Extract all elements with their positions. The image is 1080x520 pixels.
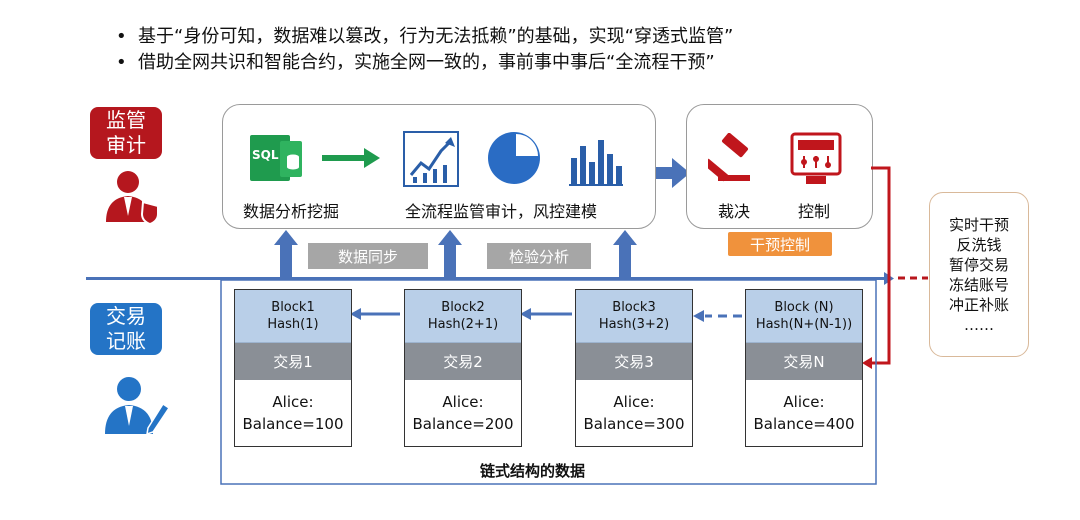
action-item: …… — [964, 315, 994, 334]
block-tx: 交易N — [746, 343, 862, 380]
block-body: Alice:Balance=100 — [242, 393, 344, 433]
intervene-pill: 干预控制 — [728, 232, 832, 256]
flow-arrow-to-control — [656, 158, 690, 188]
pie-chart-icon — [488, 132, 540, 184]
block-header: Block (N)Hash(N+(N-1)) — [746, 290, 862, 343]
action-item: 暂停交易 — [948, 255, 1009, 274]
data-mining-label: 数据分析挖掘 — [243, 202, 340, 221]
action-item: 反洗钱 — [956, 235, 1002, 254]
block-tx: 交易1 — [235, 343, 351, 380]
block-tx: 交易3 — [576, 343, 692, 380]
intervention-actions-box: 实时干预 反洗钱 暂停交易 冻结账号 冲正补账 …… — [929, 192, 1029, 357]
trader-tag: 交易 记账 — [90, 303, 162, 355]
control-label: 控制 — [798, 202, 831, 221]
trend-chart-icon — [403, 131, 459, 187]
bar-chart-icon — [569, 140, 623, 186]
data-sync-pill: 数据同步 — [308, 243, 428, 269]
action-item: 冲正补账 — [948, 295, 1009, 314]
block-body: Alice:Balance=200 — [412, 393, 514, 433]
chain-caption: 链式结构的数据 — [480, 462, 586, 480]
sql-label: SQL — [252, 148, 279, 162]
regulator-tag: 监管 审计 — [90, 107, 162, 159]
control-panel-icon — [790, 132, 842, 184]
block-tx: 交易2 — [405, 343, 521, 380]
block-n: Block (N)Hash(N+(N-1)) 交易N Alice:Balance… — [745, 289, 863, 447]
bullet-1: •基于“身份可知，数据难以篡改，行为无法抵赖”的基础，实现“穿透式监管” — [116, 26, 734, 47]
bullet-2: •借助全网共识和智能合约，实施全网一致的，事前事中事后“全流程干预” — [116, 52, 715, 73]
block-body: Alice:Balance=300 — [583, 393, 685, 433]
green-flow-arrow — [322, 148, 380, 168]
block-body: Alice:Balance=400 — [753, 393, 855, 433]
gavel-icon — [708, 133, 750, 182]
audit-risk-label: 全流程监管审计，风控建模 — [405, 202, 598, 221]
trader-person-icon — [105, 377, 171, 436]
regulator-person-icon — [106, 171, 159, 224]
action-item: 冻结账号 — [948, 275, 1009, 294]
verify-pill: 检验分析 — [487, 243, 591, 269]
action-item: 实时干预 — [948, 215, 1009, 234]
sql-database-icon — [250, 135, 302, 181]
ruling-label: 裁决 — [718, 202, 751, 221]
